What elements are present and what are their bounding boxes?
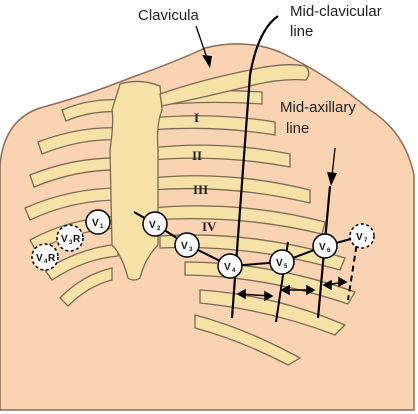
mid-clavicular-label-line1: Mid-clavicular bbox=[290, 3, 382, 20]
electrode-v7-label: V bbox=[356, 232, 363, 243]
electrode-v4-label: V bbox=[224, 262, 231, 273]
electrode-v6: V 6 bbox=[313, 234, 337, 258]
rib-label-1: I bbox=[194, 110, 199, 125]
mid-clavicular-label-line2: line bbox=[290, 23, 313, 40]
electrode-v7: V 7 bbox=[350, 224, 374, 248]
electrode-v3-label: V bbox=[181, 241, 188, 252]
clavicula-label: Clavicula bbox=[138, 7, 200, 24]
electrode-v2-label: V bbox=[149, 220, 156, 231]
electrode-v3r-label: V bbox=[61, 234, 68, 245]
electrode-v5: V 5 bbox=[270, 250, 294, 274]
mid-axillary-label-line2: line bbox=[286, 120, 309, 137]
electrode-v4r-suffix: R bbox=[48, 253, 56, 264]
electrode-v3r-suffix: R bbox=[73, 234, 81, 245]
electrode-v2: V 2 bbox=[143, 212, 167, 236]
electrode-v4r-label: V bbox=[36, 253, 43, 264]
rib-label-2: II bbox=[192, 148, 202, 163]
electrode-v3r: V 3 R bbox=[57, 225, 83, 251]
rib-label-3: III bbox=[193, 182, 208, 197]
electrode-v4r: V 4 R bbox=[32, 244, 58, 270]
mid-axillary-label-line1: Mid-axillary bbox=[280, 99, 356, 116]
electrode-v6-label: V bbox=[319, 242, 326, 253]
electrode-v5-label: V bbox=[276, 258, 283, 269]
rib-label-4: IV bbox=[202, 219, 217, 234]
electrode-v4: V 4 bbox=[218, 254, 242, 278]
electrode-v1-label: V bbox=[92, 218, 99, 229]
electrode-v1: V 1 bbox=[86, 210, 110, 234]
electrode-v3: V 3 bbox=[175, 233, 199, 257]
